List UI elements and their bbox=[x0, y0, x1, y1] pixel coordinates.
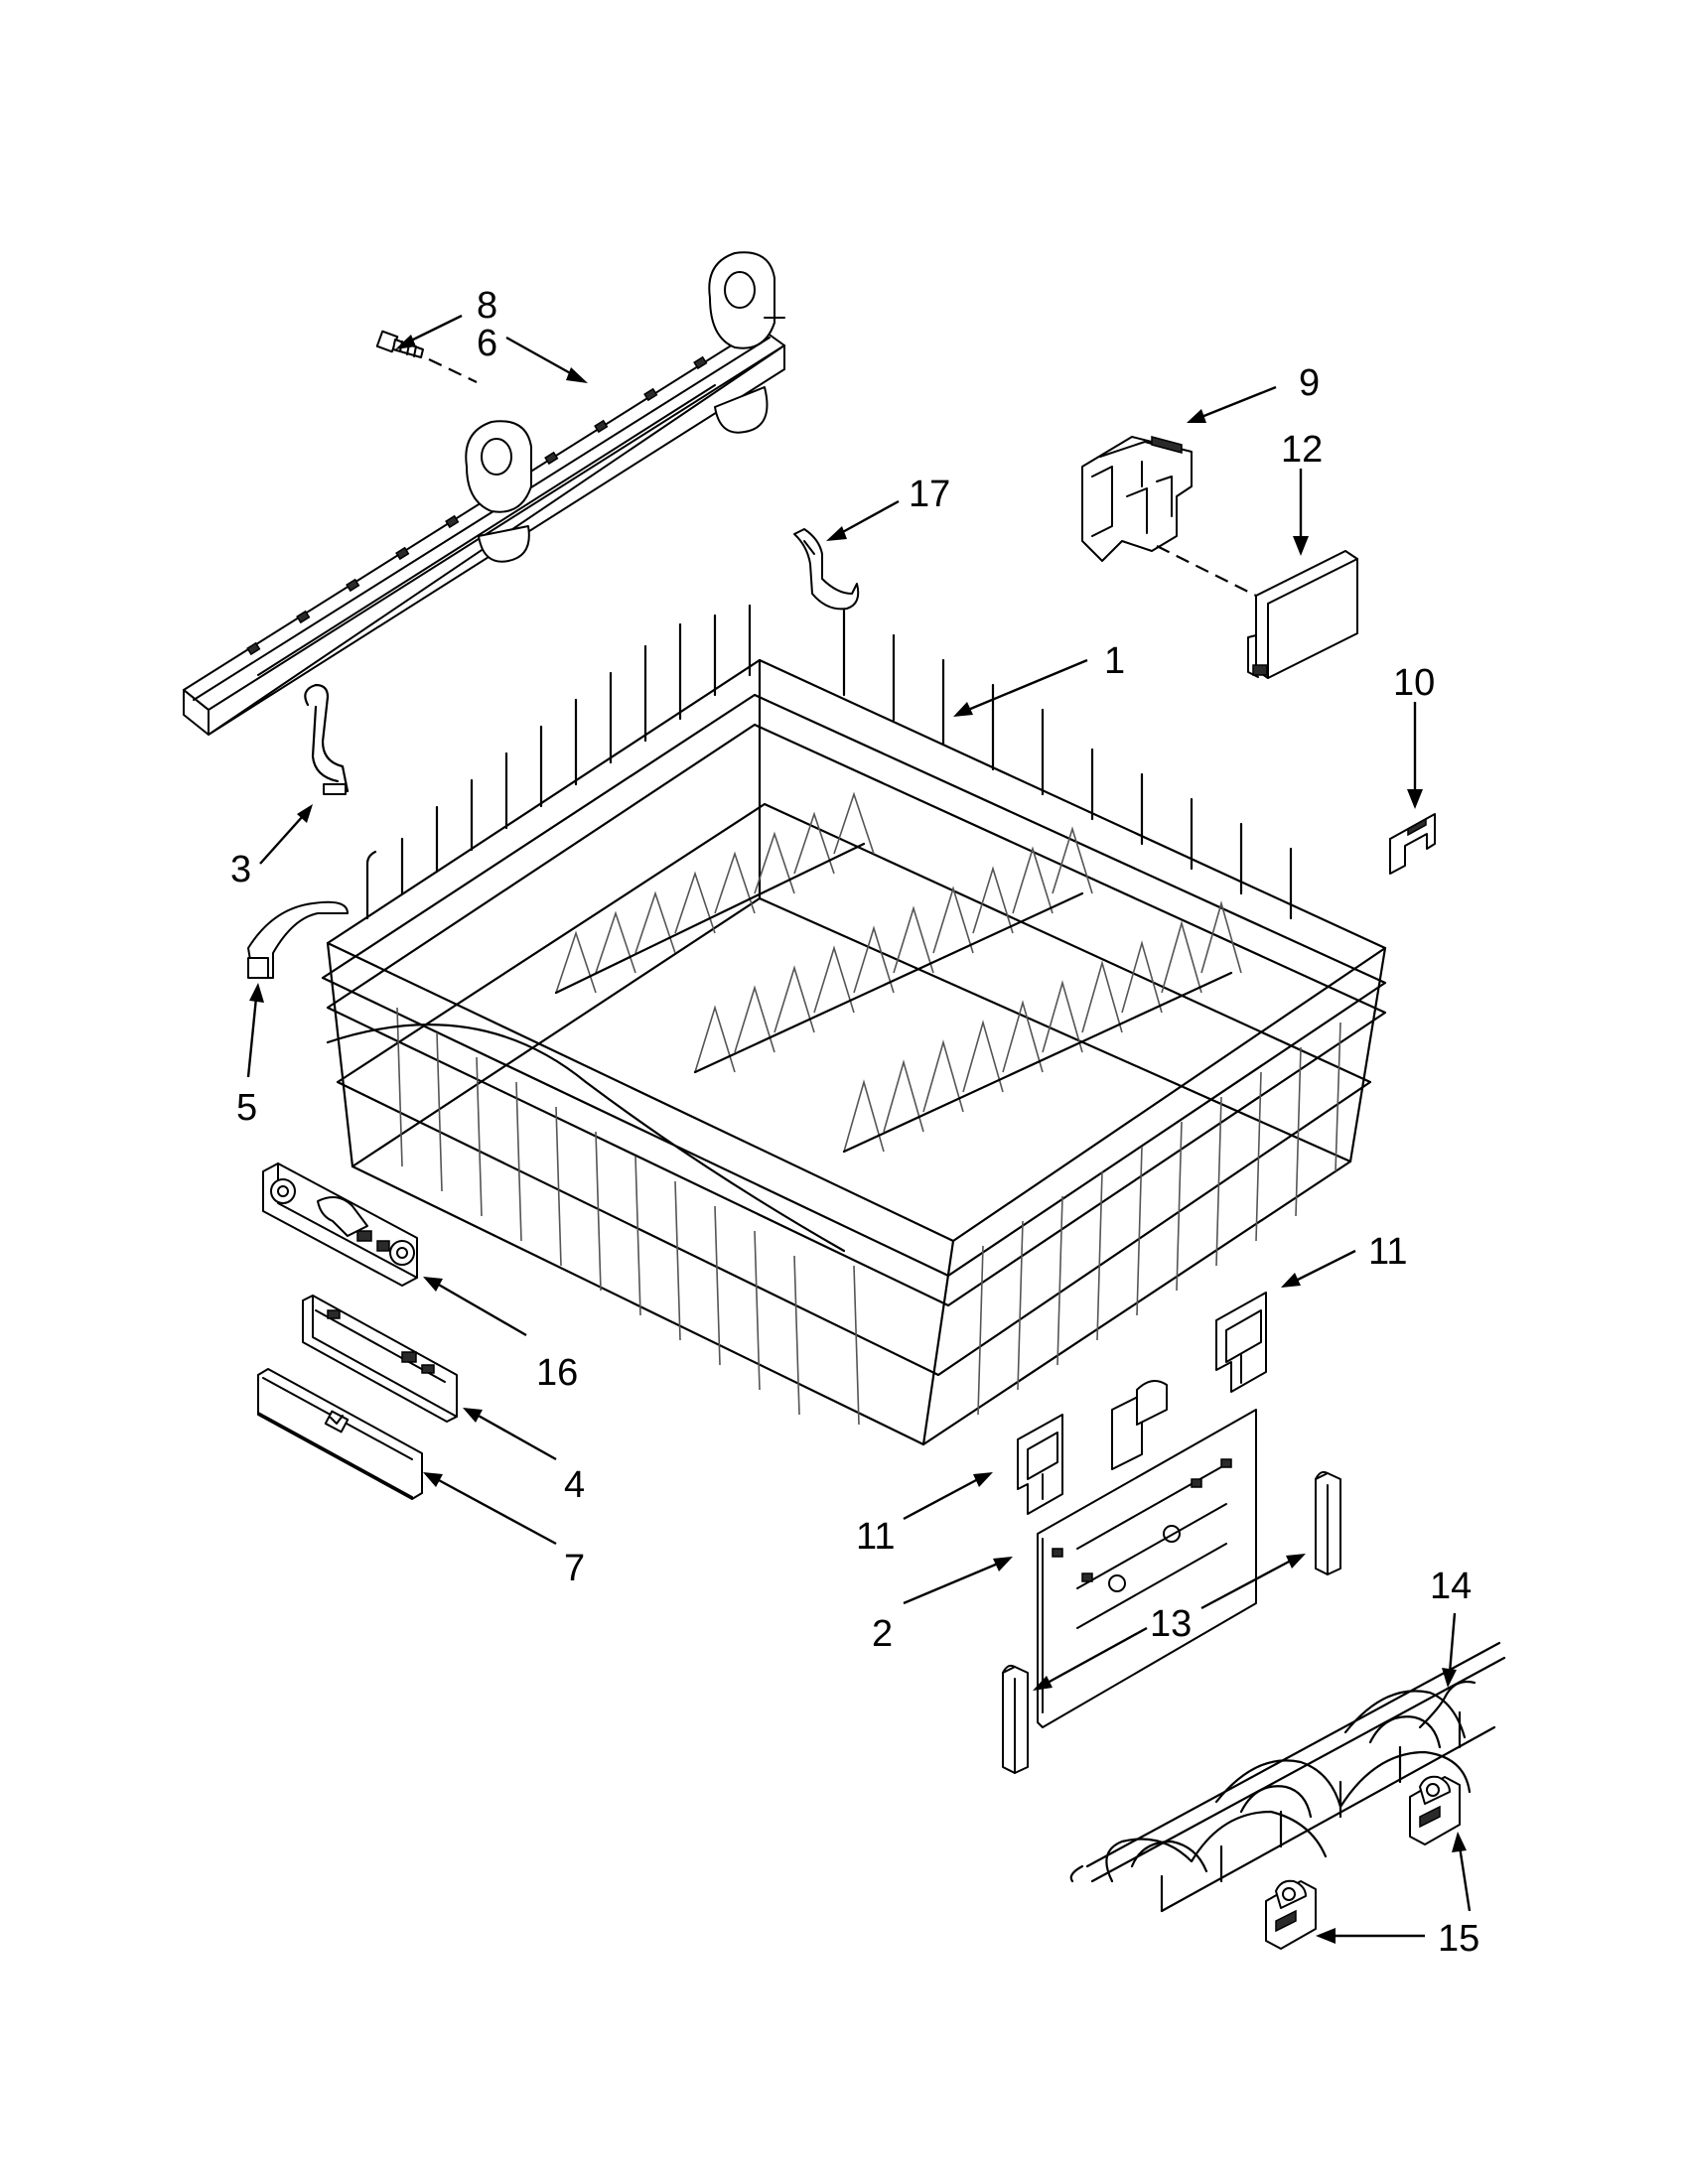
part-11-clip-upper bbox=[1215, 1292, 1267, 1393]
part-1-upper-rack bbox=[321, 604, 1387, 1446]
part-11-clip-lower bbox=[1017, 1414, 1063, 1515]
part-6-rack-slide-rail bbox=[183, 251, 785, 736]
part-13-rack-stop-left bbox=[1002, 1664, 1029, 1774]
callout-14: 14 bbox=[1430, 1566, 1472, 1607]
callout-4: 4 bbox=[564, 1464, 585, 1506]
part-16-adjuster bbox=[262, 1162, 418, 1287]
part-5-clip bbox=[247, 900, 349, 979]
callout-1: 1 bbox=[1104, 640, 1125, 682]
part-2-adjuster-panel bbox=[1037, 1380, 1257, 1728]
callout-8: 8 bbox=[477, 285, 497, 327]
part-13-rack-stop-right bbox=[1315, 1470, 1341, 1575]
callout-17: 17 bbox=[909, 474, 950, 515]
part-3-wire-clip bbox=[304, 683, 350, 795]
part-15-tine-clip-bottom bbox=[1265, 1879, 1317, 1950]
part-17-clip bbox=[793, 528, 860, 611]
part-7-adjuster-cover bbox=[257, 1368, 423, 1500]
callout-7: 7 bbox=[564, 1548, 585, 1589]
part-8-screw bbox=[375, 330, 424, 358]
callout-6: 6 bbox=[477, 323, 497, 364]
callout-15: 15 bbox=[1438, 1918, 1479, 1960]
callout-numbers: 8 6 17 9 12 1 10 3 5 11 16 4 7 11 2 13 1… bbox=[230, 285, 1479, 1960]
callout-16: 16 bbox=[536, 1352, 578, 1394]
part-9-bracket bbox=[1081, 436, 1193, 562]
part-12-tine-piece bbox=[1247, 550, 1358, 679]
callout-9: 9 bbox=[1299, 362, 1320, 404]
part-10-clip bbox=[1389, 813, 1436, 875]
callout-10: 10 bbox=[1393, 662, 1435, 704]
callout-13: 13 bbox=[1150, 1603, 1192, 1645]
leader-lines bbox=[246, 314, 1472, 1944]
callout-11-upper: 11 bbox=[1368, 1231, 1407, 1273]
part-14-tine-row bbox=[1069, 1641, 1506, 1913]
callout-3: 3 bbox=[230, 849, 251, 890]
part-4-adjuster-frame bbox=[302, 1295, 458, 1423]
callout-12: 12 bbox=[1281, 429, 1323, 471]
callout-11-lower: 11 bbox=[856, 1516, 895, 1558]
callout-5: 5 bbox=[236, 1087, 257, 1129]
part-15-tine-clip-top bbox=[1409, 1775, 1461, 1845]
callout-2: 2 bbox=[872, 1613, 893, 1655]
